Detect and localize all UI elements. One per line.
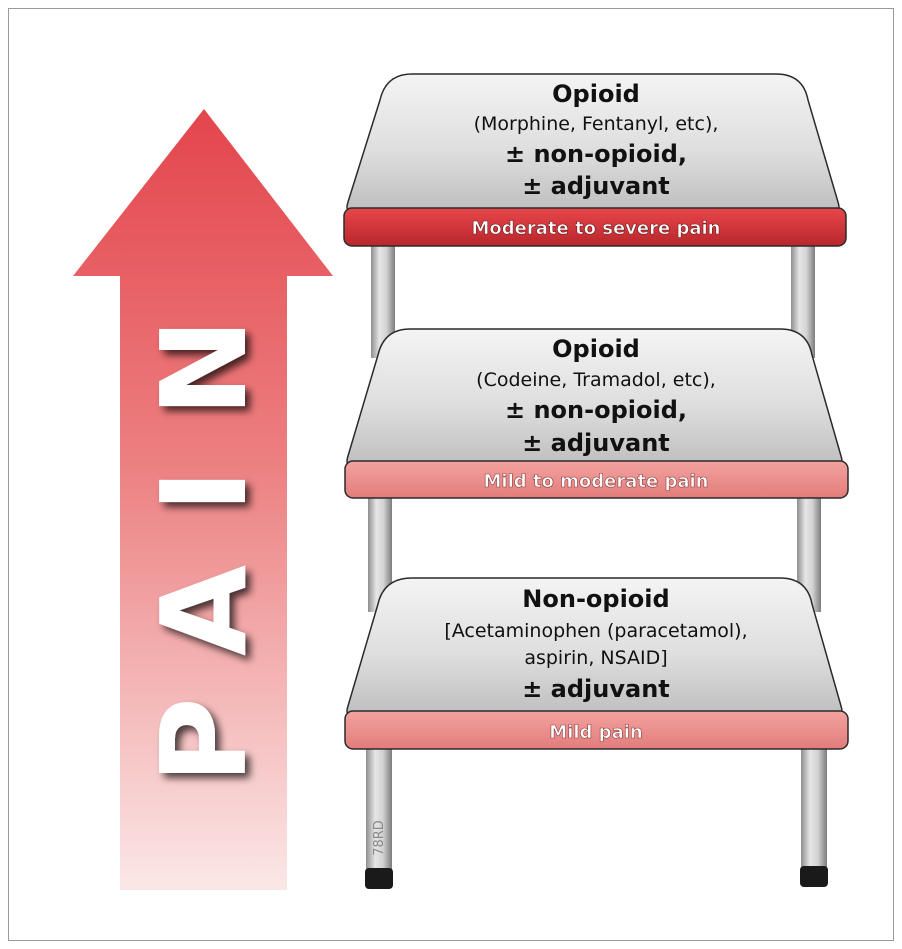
step-top-nonopioid: ± non-opioid, <box>505 140 687 168</box>
step-top-examples: (Morphine, Fentanyl, etc), <box>474 113 719 135</box>
step-bottom-title: Non-opioid <box>522 585 669 613</box>
step-bottom-adjuvant: ± adjuvant <box>522 675 670 703</box>
step-top: Opioid (Morphine, Fentanyl, etc), ± non-… <box>344 74 846 246</box>
step-top-adjuvant: ± adjuvant <box>522 172 670 200</box>
step-middle-nonopioid: ± non-opioid, <box>505 396 687 424</box>
pain-arrow: PAIN <box>73 109 333 890</box>
step-top-band-label: Moderate to severe pain <box>472 218 721 239</box>
step-middle-title: Opioid <box>552 335 640 363</box>
step-middle-band-label: Mild to moderate pain <box>484 471 709 492</box>
step-bottom-drugs: aspirin, NSAID] <box>524 647 667 669</box>
step-middle-adjuvant: ± adjuvant <box>522 429 670 457</box>
foot-left <box>365 868 393 889</box>
pain-arrow-label: PAIN <box>135 266 273 784</box>
step-bottom: Non-opioid [Acetaminophen (paracetamol),… <box>345 578 848 749</box>
step-top-title: Opioid <box>552 80 640 108</box>
foot-right <box>800 866 828 887</box>
step-bottom-examples: [Acetaminophen (paracetamol), <box>444 620 747 642</box>
watermark-code: 78RD <box>372 820 387 856</box>
leg-bottom-right <box>801 742 827 870</box>
step-bottom-band-label: Mild pain <box>549 722 642 743</box>
step-middle-examples: (Codeine, Tramadol, etc), <box>476 369 716 391</box>
step-middle: Opioid (Codeine, Tramadol, etc), ± non-o… <box>345 329 848 498</box>
